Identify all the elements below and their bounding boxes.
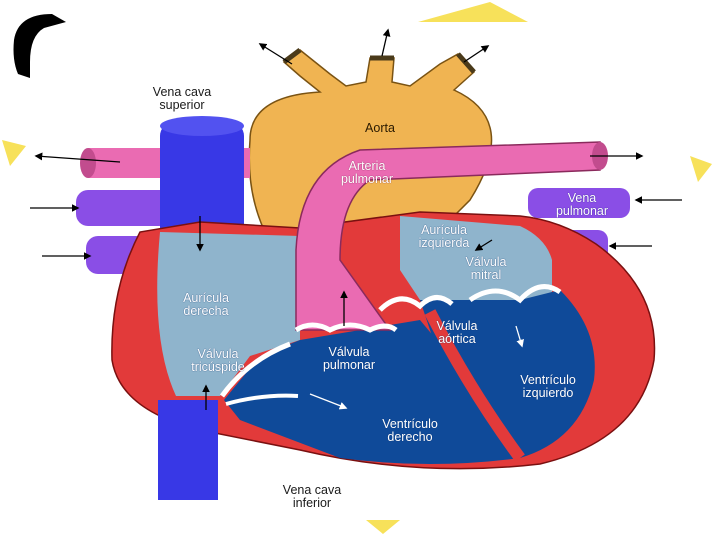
decor-black-blob — [13, 14, 66, 78]
inferior-vena-cava — [158, 400, 218, 500]
pulmonary-valve — [294, 322, 398, 333]
decor-yellow-triangle-top — [418, 2, 528, 22]
label-aorta: Aorta — [365, 121, 395, 135]
left-ventricle — [420, 290, 595, 458]
pulmonary-vein-upper-right — [528, 188, 630, 218]
tricuspid-valve — [219, 341, 291, 398]
right-ventricle — [224, 320, 520, 464]
arrow-left-atrium — [474, 239, 493, 251]
arrow-aorta-center — [381, 28, 391, 57]
mitral-valve — [468, 284, 562, 304]
tricuspid-valve-lower — [225, 393, 299, 406]
arrow-aorta-right — [463, 45, 490, 63]
pulmonary-vein-upper-left — [76, 190, 176, 226]
left-atrium — [400, 216, 552, 306]
decor-yellow-triangle-right — [690, 156, 712, 182]
decor-yellow-triangle-bottom — [366, 520, 400, 534]
superior-vena-cava — [160, 122, 244, 242]
arrow-pulmonary-left-out — [34, 152, 121, 163]
decor-yellow-triangle-left — [2, 140, 26, 166]
arrow-lv-flow — [515, 325, 524, 348]
aortic-valve — [378, 295, 454, 312]
right-atrium — [157, 232, 300, 396]
arrow-aorta-left — [258, 43, 293, 65]
arrow-rv-flow — [309, 393, 348, 410]
septum — [424, 309, 525, 462]
